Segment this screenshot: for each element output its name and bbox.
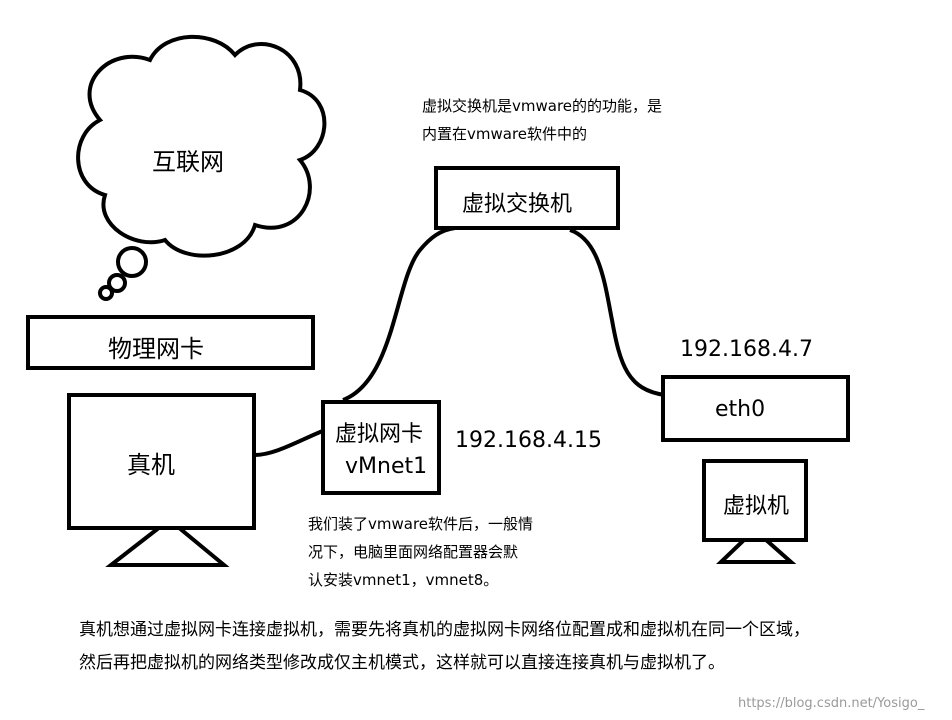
host-to-vnic-line bbox=[254, 428, 326, 457]
vm-label: 虚拟机 bbox=[723, 494, 790, 519]
vswitch-to-eth0-line bbox=[569, 228, 666, 397]
vswitch-note-line: 内置在vmware软件中的 bbox=[422, 125, 588, 143]
cloud-bubble-small bbox=[98, 285, 114, 301]
vnic-label-1: 虚拟网卡 bbox=[335, 422, 424, 447]
host-monitor-stand bbox=[105, 525, 230, 567]
vm-ip: 192.168.4.7 bbox=[680, 337, 813, 362]
cloud-bubble-large bbox=[116, 246, 148, 278]
vswitch-note: 虚拟交换机是vmware的的功能，是 内置在vmware软件中的 bbox=[422, 92, 662, 148]
vm-monitor-stand bbox=[716, 537, 797, 564]
install-note-line: 认安装vmnet1，vmnet8。 bbox=[308, 571, 499, 589]
physical-nic-box: 物理网卡 bbox=[26, 315, 315, 370]
vswitch-note-line: 虚拟交换机是vmware的的功能，是 bbox=[422, 97, 663, 115]
vswitch-label: 虚拟交换机 bbox=[462, 192, 573, 217]
bottom-note: 真机想通过虚拟网卡连接虚拟机，需要先将真机的虚拟网卡网络位配置成和虚拟机在同一个… bbox=[79, 614, 810, 680]
virtual-switch-box: 虚拟交换机 bbox=[434, 166, 620, 230]
vnic-label-2: vMnet1 bbox=[345, 454, 428, 479]
bottom-note-line: 真机想通过虚拟网卡连接虚拟机，需要先将真机的虚拟网卡网络位配置成和虚拟机在同一个… bbox=[79, 620, 810, 640]
install-note-line: 况下，电脑里面网络配置器会默 bbox=[308, 543, 519, 561]
internet-cloud bbox=[76, 34, 327, 258]
install-note: 我们装了vmware软件后，一般情 况下，电脑里面网络配置器会默 认安装vmne… bbox=[308, 510, 533, 594]
virtual-nic-box: 虚拟网卡 vMnet1 bbox=[321, 400, 441, 495]
cloud-label: 互联网 bbox=[152, 148, 224, 176]
eth0-label: eth0 bbox=[715, 397, 766, 422]
vnic-ip: 192.168.4.15 bbox=[455, 428, 602, 453]
eth0-box: eth0 bbox=[661, 375, 850, 442]
cloud-bubble-medium bbox=[107, 273, 127, 293]
host-monitor: 真机 bbox=[67, 393, 256, 530]
physical-nic-label: 物理网卡 bbox=[108, 335, 204, 363]
vm-monitor: 虚拟机 bbox=[702, 459, 808, 542]
vnic-to-vswitch-line bbox=[342, 226, 456, 402]
install-note-line: 我们装了vmware软件后，一般情 bbox=[308, 515, 534, 533]
watermark: https://blog.csdn.net/Yosigo_ bbox=[738, 696, 925, 711]
host-label: 真机 bbox=[127, 451, 175, 479]
bottom-note-line: 然后再把虚拟机的网络类型修改成仅主机模式，这样就可以直接连接真机与虚拟机了。 bbox=[79, 653, 725, 673]
